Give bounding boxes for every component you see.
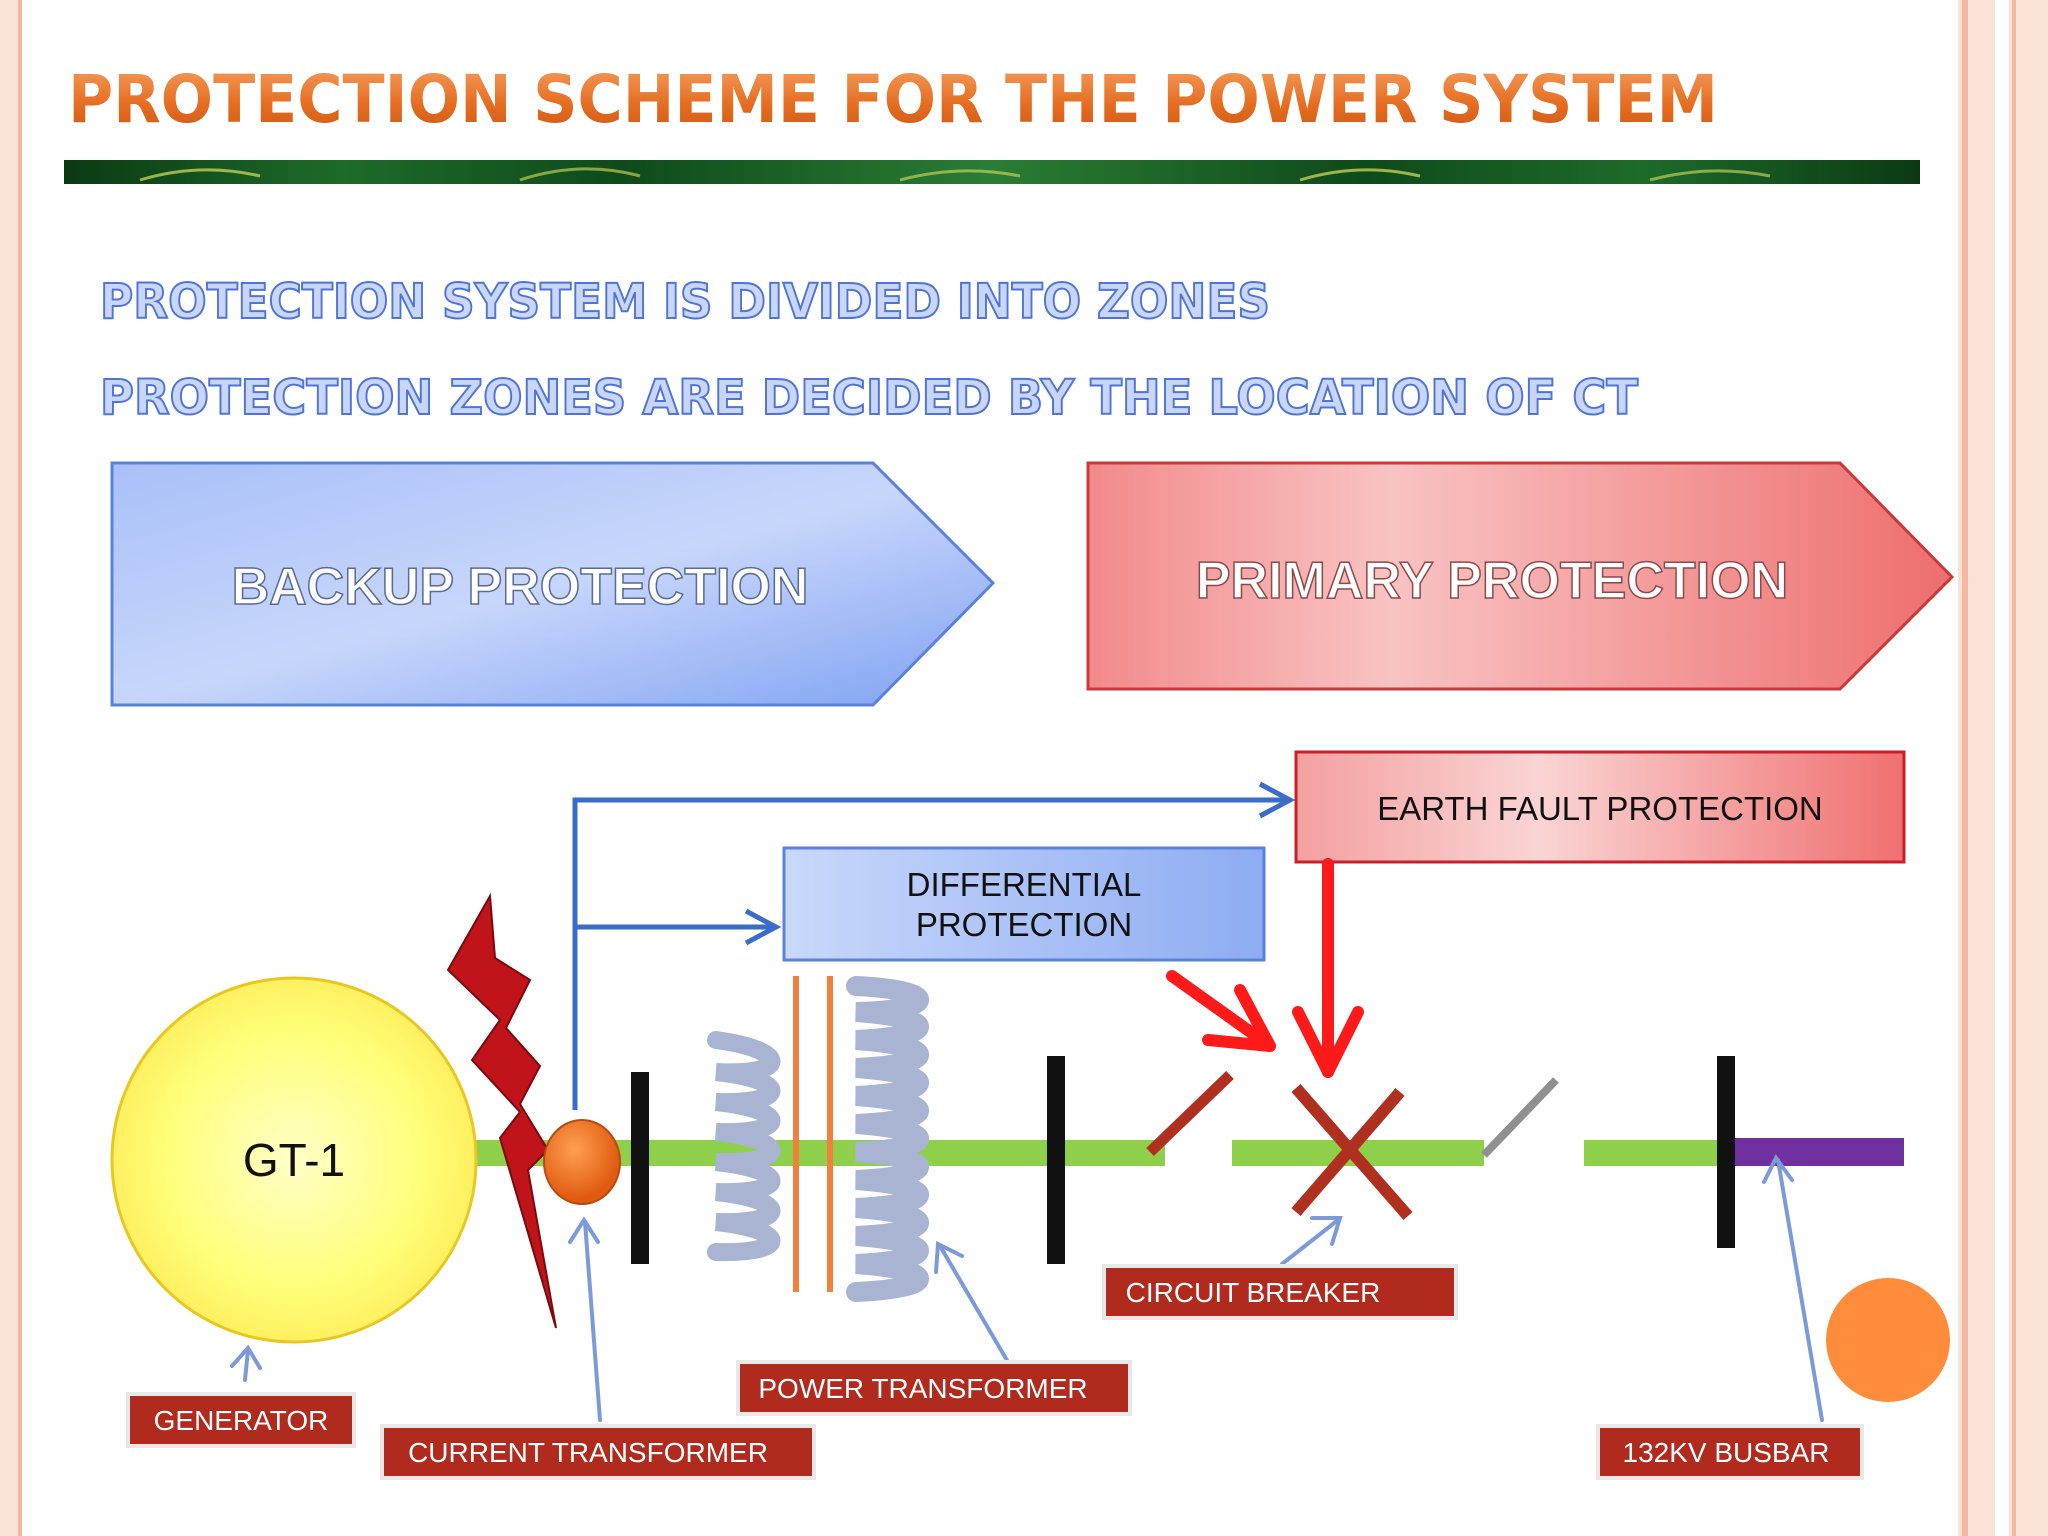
slide-title: PROTECTION SCHEME FOR THE POWER SYSTEM bbox=[68, 61, 1718, 138]
bus-marker-3 bbox=[1717, 1056, 1735, 1248]
bus-marker-1 bbox=[631, 1072, 649, 1264]
decorative-orange-circle bbox=[1826, 1278, 1950, 1402]
earth-fault-protection-box: EARTH FAULT PROTECTION bbox=[1294, 750, 1906, 864]
current-transformer bbox=[543, 1119, 621, 1205]
title-decor-strip bbox=[64, 160, 1920, 184]
circuit-breaker-x-icon bbox=[1291, 1084, 1413, 1220]
label-busbar: 132KV BUSBAR bbox=[1623, 1437, 1830, 1468]
backup-protection-label: BACKUP PROTECTION bbox=[232, 558, 809, 616]
differential-protection-box: DIFFERENTIAL PROTECTION bbox=[782, 846, 1266, 962]
isolator-left bbox=[1146, 1071, 1234, 1156]
label-generator-box: GENERATOR bbox=[126, 1392, 356, 1448]
label-generator: GENERATOR bbox=[154, 1405, 329, 1436]
backup-protection-banner: BACKUP PROTECTION bbox=[110, 461, 996, 707]
bus-marker-2 bbox=[1047, 1056, 1065, 1264]
differential-protection-label-1: DIFFERENTIAL bbox=[907, 866, 1142, 903]
right-border-decoration bbox=[1958, 0, 2048, 1536]
ct-signal-lines bbox=[572, 781, 1296, 1110]
power-transformer bbox=[707, 976, 929, 1302]
generator-id-label: GT-1 bbox=[243, 1134, 345, 1186]
bullet-zones: PROTECTION SYSTEM IS DIVIDED INTO ZONES bbox=[100, 274, 1270, 330]
primary-protection-banner: PRIMARY PROTECTION bbox=[1086, 461, 1955, 691]
label-circuit-breaker: CIRCUIT BREAKER bbox=[1126, 1277, 1381, 1308]
fault-lightning-icon bbox=[446, 892, 557, 1329]
primary-protection-label: PRIMARY PROTECTION bbox=[1196, 552, 1788, 610]
label-power-transformer-box: POWER TRANSFORMER bbox=[736, 1360, 1132, 1416]
label-current-transformer-box: CURRENT TRANSFORMER bbox=[380, 1424, 816, 1480]
earth-fault-protection-label: EARTH FAULT PROTECTION bbox=[1377, 790, 1823, 827]
label-circuit-breaker-box: CIRCUIT BREAKER bbox=[1102, 1264, 1458, 1320]
left-border-decoration bbox=[0, 0, 22, 1536]
label-current-transformer: CURRENT TRANSFORMER bbox=[408, 1437, 768, 1468]
isolator-right bbox=[1481, 1077, 1559, 1158]
busbar-segment bbox=[1728, 1138, 1904, 1166]
transmission-line bbox=[470, 1140, 1730, 1166]
generator: GT-1 bbox=[110, 976, 478, 1344]
pointer-arrows bbox=[230, 1154, 1824, 1422]
differential-protection-label-2: PROTECTION bbox=[916, 906, 1132, 943]
label-busbar-box: 132KV BUSBAR bbox=[1596, 1424, 1864, 1480]
label-power-transformer: POWER TRANSFORMER bbox=[758, 1373, 1087, 1404]
trip-signal-arrows bbox=[1166, 858, 1364, 1078]
bullet-ct-location: PROTECTION ZONES ARE DECIDED BY THE LOCA… bbox=[100, 370, 1638, 426]
